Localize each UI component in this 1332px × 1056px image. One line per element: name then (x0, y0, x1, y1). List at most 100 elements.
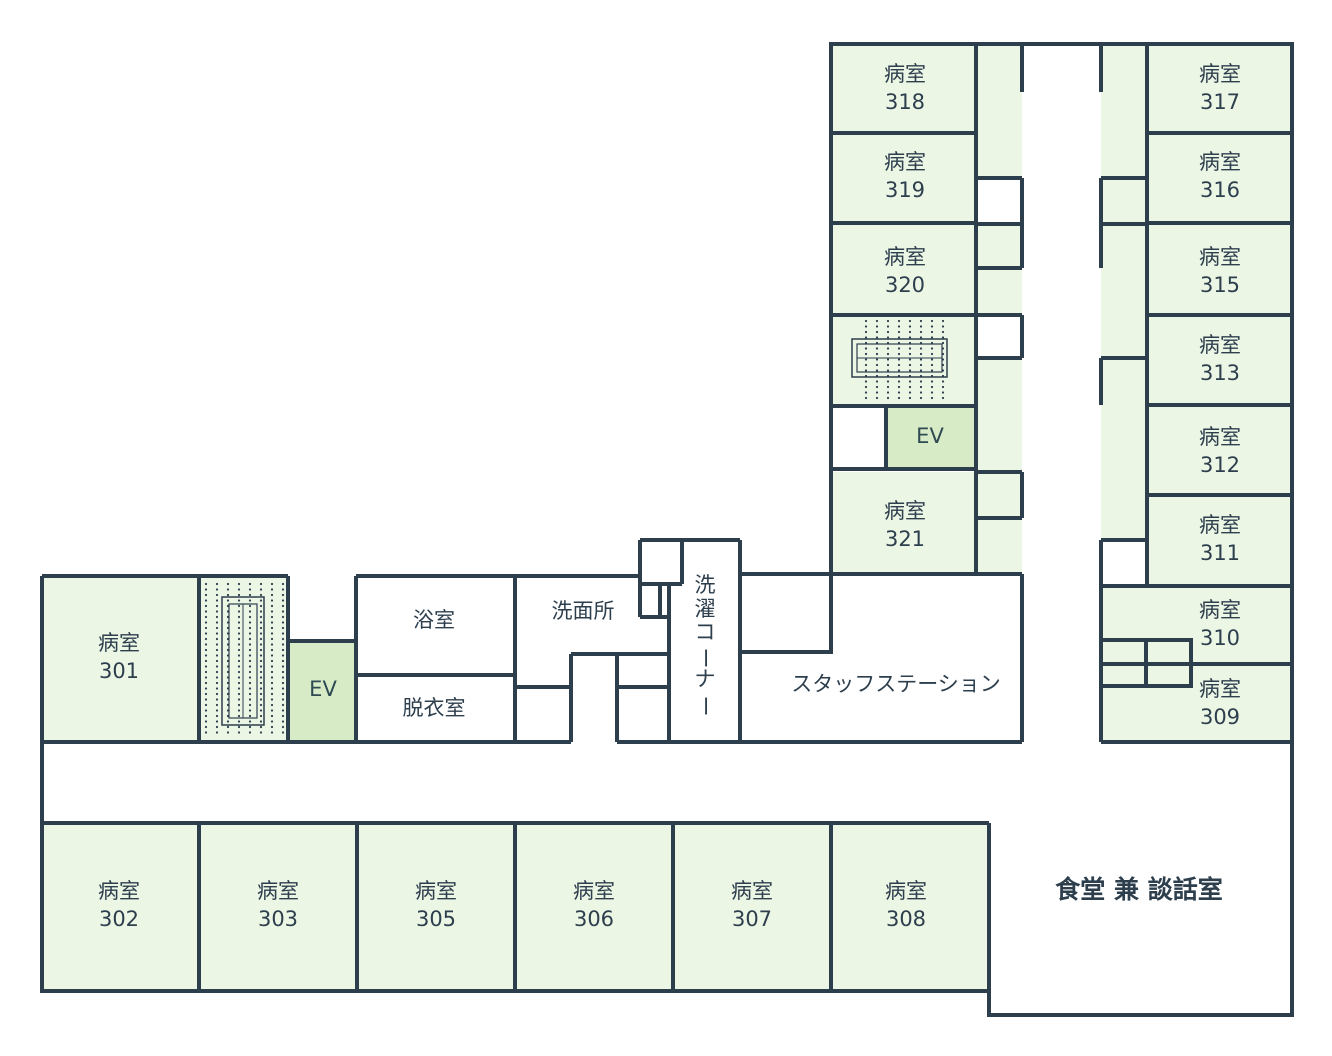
stair-dot (281, 604, 285, 608)
stair-dot (281, 632, 285, 635)
stair-dot (281, 687, 285, 690)
stair-dot (215, 654, 219, 657)
stair-dot (270, 714, 274, 718)
room-310-area[interactable] (1101, 586, 1292, 664)
stair-dot (270, 659, 274, 663)
room-318-area[interactable] (831, 44, 976, 133)
stair-dot (259, 648, 263, 652)
stair-dot (226, 692, 230, 696)
stair-dot (875, 380, 879, 383)
room-number-label: 310 (1200, 626, 1240, 650)
stair-dot (897, 325, 901, 328)
room-309-area[interactable] (1101, 664, 1292, 742)
stair-dot (248, 731, 252, 734)
stair-dot (237, 588, 241, 591)
stair-dot (259, 703, 263, 707)
stair-dot (941, 336, 945, 339)
stair-dot (248, 687, 252, 690)
laundry-char: ナ (695, 667, 716, 691)
room-313-area[interactable] (1147, 315, 1292, 405)
stair-dot (270, 593, 274, 597)
stair-dot (886, 330, 890, 334)
room-number-label: 305 (416, 907, 456, 931)
stair-dot (270, 637, 274, 641)
stair-dot (259, 670, 263, 674)
stair-dot (226, 648, 230, 652)
room-number-label: 317 (1200, 90, 1240, 114)
stair-dot (908, 380, 912, 383)
stair-dot (237, 659, 241, 663)
stair-dot (248, 588, 252, 591)
stair-dot (259, 621, 263, 624)
room-305-area[interactable] (357, 823, 515, 991)
stair-dot (941, 369, 945, 372)
room-308-area[interactable] (831, 823, 989, 991)
stair-dot (281, 593, 285, 597)
stair-dot (226, 725, 230, 729)
bath-strip-east (1101, 44, 1147, 586)
room-319-area[interactable] (831, 133, 976, 223)
stair-dot (897, 363, 901, 367)
stair-dot (215, 720, 219, 723)
room-number-label: 303 (258, 907, 298, 931)
stair-dot (908, 396, 912, 400)
stair-dot (237, 731, 241, 734)
stair-dot (226, 604, 230, 608)
bath-strip-west (976, 44, 1022, 574)
room-303-area[interactable] (199, 823, 357, 991)
stair-dot (237, 670, 241, 674)
stair-dot (237, 643, 241, 646)
stair-dot (919, 330, 923, 334)
stair-dot (875, 325, 879, 328)
stair-dot (237, 654, 241, 657)
room-315-area[interactable] (1147, 223, 1292, 315)
room-number-label: 318 (885, 90, 925, 114)
stair-dot (281, 720, 285, 723)
stair-dot (281, 692, 285, 696)
stair-dot (237, 681, 241, 685)
room-307-area[interactable] (673, 823, 831, 991)
stair-dot (259, 687, 263, 690)
room-312-area[interactable] (1147, 405, 1292, 495)
stair-dot (204, 637, 208, 641)
room-316-area[interactable] (1147, 133, 1292, 223)
room-302-area[interactable] (42, 823, 199, 991)
stair-dot (237, 703, 241, 707)
room-type-label: 病室 (98, 879, 140, 903)
stair-dot (897, 336, 901, 339)
room-311-area[interactable] (1147, 495, 1292, 585)
stair-dot (919, 396, 923, 400)
stair-dot (248, 676, 252, 679)
stair-dot (237, 725, 241, 729)
stair-dot (204, 692, 208, 696)
ev-north-label: EV (916, 424, 944, 448)
stair-dot (226, 676, 230, 679)
room-306-area[interactable] (515, 823, 673, 991)
stair-dot (215, 604, 219, 608)
stair-dot (875, 352, 879, 356)
room-301-area[interactable] (42, 576, 199, 742)
stair-dot (259, 725, 263, 729)
stair-dot (204, 731, 208, 734)
stair-dot (897, 330, 901, 334)
ev-west-area[interactable] (290, 641, 356, 742)
room-321-area[interactable] (831, 472, 976, 574)
room-317-area[interactable] (1147, 44, 1292, 133)
room-320-area[interactable] (831, 223, 976, 315)
stair-dot (270, 731, 274, 734)
stair-dot (908, 358, 912, 361)
stair-dot (281, 637, 285, 641)
stair-north (851, 319, 948, 400)
stair-dot (875, 330, 879, 334)
laundry-char: 洗 (695, 573, 716, 597)
stair-dot (919, 369, 923, 372)
stair-dot (248, 582, 252, 586)
room-type-label: 病室 (885, 879, 927, 903)
stair-dot (215, 588, 219, 591)
stair-dot (281, 588, 285, 591)
stair-dot (237, 610, 241, 613)
stair-dot (259, 615, 263, 619)
ev-north-area[interactable] (886, 406, 976, 469)
